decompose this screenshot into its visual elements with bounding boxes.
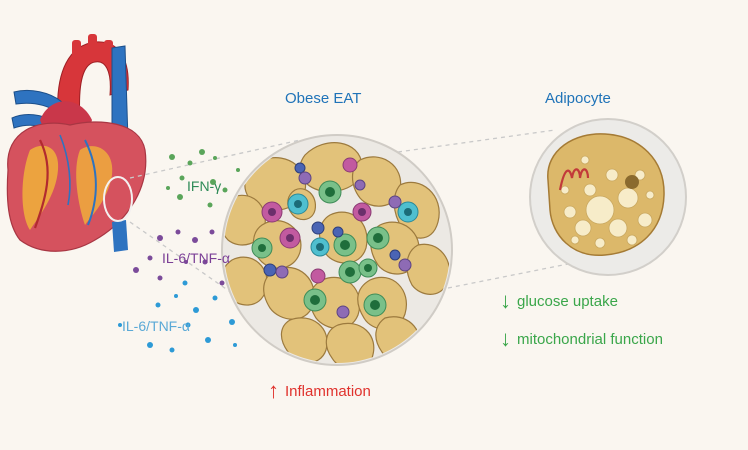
connector-line-upper [129,139,301,179]
up-arrow-icon: ↑ [268,378,279,403]
inflammation-label: Inflammation [285,382,371,400]
dendritic-cells [275,171,412,319]
adipocyte-illustration [529,118,687,276]
obese-eat-tissue [221,134,453,366]
mitochondrion-icon [558,168,590,191]
obese-eat-title: Obese EAT [285,90,362,107]
glucose-uptake-effect: ↓ glucose uptake [500,290,618,312]
connector-adipocyte-lower [447,261,579,289]
down-arrow-icon: ↓ [500,288,511,313]
macrophage-cells [261,157,372,284]
il6-tnf-label-blue: IL-6/TNF-α [122,318,190,334]
lymphocyte-cells-green [251,180,390,317]
mitochondrial-function-effect: ↓ mitochondrial function [500,328,663,350]
inflammation-effect: ↑ Inflammation [268,380,371,402]
down-arrow-icon: ↓ [500,326,511,351]
heart-illustration [6,34,147,252]
adipocyte-title: Adipocyte [545,90,611,107]
connector-adipocyte-upper [397,129,556,153]
adipocyte-nucleus [625,175,639,189]
teal-cells [287,193,419,257]
ifn-gamma-label: IFN-γ [187,178,222,194]
mitochondrial-function-label: mitochondrial function [517,330,663,348]
il6-tnf-label-purple: IL-6/TNF-α [162,250,230,266]
cytokine-dots-green [166,149,240,208]
glucose-uptake-label: glucose uptake [517,292,618,310]
blue-cells [263,162,401,277]
